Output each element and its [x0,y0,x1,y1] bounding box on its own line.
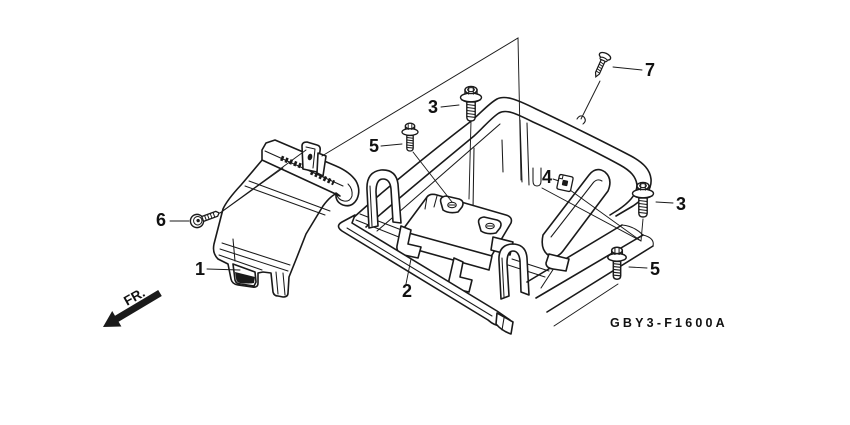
inner-box-part [337,96,654,335]
leader-lines [169,37,674,327]
callout-5-left[interactable]: 5 [369,136,379,156]
rim-notch [576,115,586,125]
rail-rib-strip-2 [309,169,336,186]
diagram-code: GBY3-F1600A [610,316,728,330]
rear-pillar [541,168,611,272]
callout-3-left[interactable]: 3 [428,97,438,117]
callout-4[interactable]: 4 [542,167,552,187]
center-platform [402,193,514,271]
callout-labels: 1 2 3 3 4 5 5 6 7 [156,60,686,301]
callout-5-right[interactable]: 5 [650,259,660,279]
front-direction-arrow-icon [103,290,162,327]
left-boss [439,195,464,214]
callout-1[interactable]: 1 [195,259,205,279]
latch-plate [301,141,327,177]
right-loop-handle [498,243,530,300]
right-boss [477,216,502,235]
tapping-screw-7-icon [594,51,612,79]
cover-body [212,158,342,298]
callout-7[interactable]: 7 [645,60,655,80]
side-skirt [526,224,654,313]
pillar-foot [545,253,570,272]
cover-part [212,139,360,298]
apron-tip [495,312,514,335]
callout-3-right[interactable]: 3 [676,194,686,214]
flat-screw-6-icon [189,210,220,229]
right-boss-hole [485,222,495,230]
tray-rim-outer [351,96,652,220]
callout-6[interactable]: 6 [156,210,166,230]
latch-slot [532,167,542,187]
front-direction-indicator: FR. [103,285,162,327]
flange-bolt-3-left-icon [459,85,483,122]
left-loop-handle [366,169,402,229]
front-apron [337,214,514,335]
callout-2[interactable]: 2 [402,281,412,301]
flange-bolt-5-right-icon [607,246,627,280]
clip-nut-4-icon [556,173,574,193]
assembly-line-latch [321,37,522,181]
flange-bolt-5-left-icon [401,122,419,152]
